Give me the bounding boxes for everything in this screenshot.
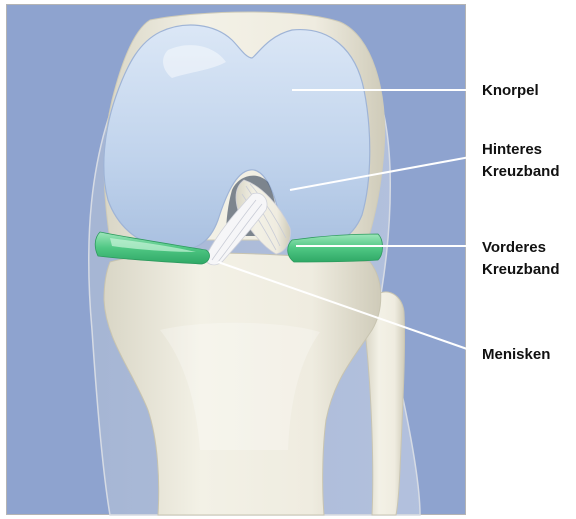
label-vorderes-kreuzband: Vorderes Kreuzband [482,239,560,278]
label-hinteres-kreuzband: Hinteres Kreuzband [482,141,560,180]
label-knorpel: Knorpel [482,82,539,99]
label-menisken: Menisken [482,346,550,363]
labels: Knorpel Hinteres Kreuzband Vorderes Kreu… [482,82,560,363]
